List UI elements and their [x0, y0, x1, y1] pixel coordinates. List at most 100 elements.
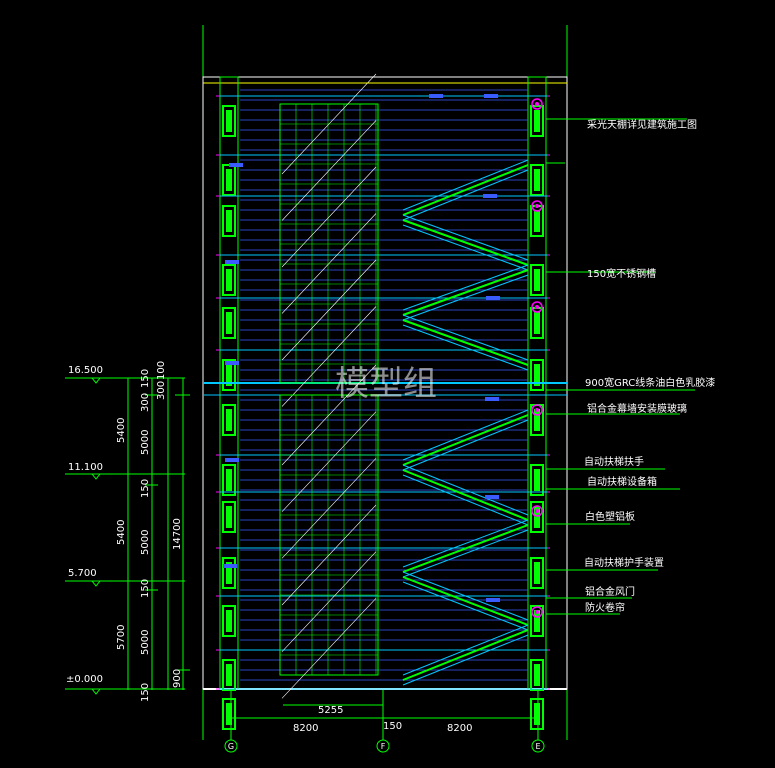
- column-core: [534, 610, 540, 632]
- note-skylight: 采光天棚详见建筑施工图: [587, 118, 697, 131]
- escalator-rail: [402, 324, 529, 371]
- escalator-rail: [402, 319, 529, 366]
- equipment-tag: [229, 163, 243, 167]
- escalator-rail: [402, 469, 529, 521]
- column-core: [534, 169, 540, 191]
- escalators: [223, 94, 529, 686]
- floor-lines: [203, 89, 567, 690]
- glass-reflection: [281, 504, 377, 606]
- equipment-tag: [429, 94, 443, 98]
- note-escalator-box: 自动扶梯设备箱: [587, 475, 657, 488]
- column-core: [226, 562, 232, 584]
- shutter-marker-dot: [535, 102, 539, 106]
- escalator-rail: [402, 269, 529, 316]
- escalator-rail: [402, 576, 529, 626]
- shutter-marker: [531, 606, 543, 618]
- axis-label-e: E: [535, 742, 540, 751]
- column-core: [226, 664, 232, 686]
- dim-mid-6: 150: [140, 579, 151, 598]
- column-core: [226, 703, 232, 725]
- shutter-marker: [531, 404, 543, 416]
- elevation-marks: [91, 377, 101, 695]
- column-segment: [530, 557, 544, 589]
- column-segment: [222, 659, 236, 691]
- column-core: [226, 110, 232, 132]
- axis-label-f: F: [381, 742, 386, 751]
- equipment-tag: [484, 94, 498, 98]
- equipment-tag: [485, 397, 499, 401]
- shutter-marker-dot: [535, 610, 539, 614]
- column-core: [534, 210, 540, 232]
- dim-mid-2: 300: [140, 393, 151, 412]
- column-core: [226, 169, 232, 191]
- shutter-marker: [531, 301, 543, 313]
- column-segment: [530, 501, 544, 533]
- column-segment: [222, 464, 236, 496]
- glass-curtain-wall: [279, 73, 379, 699]
- escalator-rail: [402, 624, 529, 676]
- fire-shutter-markers: [531, 98, 543, 618]
- shutter-marker: [531, 505, 543, 517]
- column-segment: [530, 464, 544, 496]
- escalator-rail: [402, 169, 529, 221]
- column-core: [534, 703, 540, 725]
- column-segment: [530, 264, 544, 296]
- column-core: [534, 664, 540, 686]
- escalator-rail: [402, 159, 529, 211]
- escalator-rail: [402, 419, 529, 471]
- column-core: [534, 364, 540, 386]
- equipment-tag: [486, 296, 500, 300]
- dim-mid-7: 5000: [140, 630, 151, 655]
- escalator-rail: [402, 464, 529, 516]
- escalator-rail: [402, 571, 529, 621]
- axis-label-g: G: [228, 742, 234, 751]
- dim-bottom-5255: 5255: [318, 705, 343, 716]
- dim-right-2: 300: [156, 381, 167, 400]
- note-air-door: 铝合金风门: [585, 585, 635, 598]
- column-core: [534, 269, 540, 291]
- dim-mid-4: 150: [140, 479, 151, 498]
- glass-reflection: [281, 73, 377, 175]
- equipment-tag: [486, 598, 500, 602]
- column-core: [534, 110, 540, 132]
- note-curtain-wall: 铝合金幕墙安装膜玻璃: [587, 402, 687, 415]
- column-segment: [222, 557, 236, 589]
- equipment-tag: [225, 361, 239, 365]
- column-segment: [222, 359, 236, 391]
- column-core: [226, 364, 232, 386]
- escalator-rail: [402, 519, 529, 568]
- shutter-marker-dot: [535, 408, 539, 412]
- shutter-marker-dot: [535, 305, 539, 309]
- dim-bottom-150: 150: [383, 721, 402, 732]
- column-core: [226, 210, 232, 232]
- column-segment: [530, 698, 544, 730]
- column-core: [226, 610, 232, 632]
- dim-outer-1: 5400: [116, 418, 127, 443]
- shutter-marker: [531, 98, 543, 110]
- dim-right-4: 900: [172, 669, 183, 688]
- column-core: [534, 312, 540, 334]
- column-core: [534, 409, 540, 431]
- note-white-panel: 白色塑铝板: [585, 510, 635, 523]
- column-segment: [530, 605, 544, 637]
- escalator-rail: [402, 524, 529, 573]
- note-escalator-handrail: 自动扶梯扶手: [584, 455, 644, 468]
- column-segment: [530, 359, 544, 391]
- equipment-tag: [225, 260, 239, 264]
- column-segment: [222, 264, 236, 296]
- elevation-label-1: 16.500: [68, 365, 103, 376]
- bottom-dimensions: [231, 704, 538, 730]
- glass-panel: [279, 103, 379, 384]
- glass-reflection: [281, 364, 377, 466]
- note-fire-shutter: 防火卷帘: [585, 601, 625, 614]
- glass-reflection: [281, 259, 377, 361]
- dim-mid-3: 5000: [140, 430, 151, 455]
- escalator-rail: [402, 164, 529, 216]
- column-segment: [222, 605, 236, 637]
- escalator-rail: [402, 224, 529, 271]
- axis-bubbles: [224, 739, 545, 753]
- elevation-label-2: 11.100: [68, 462, 103, 473]
- escalator-rail: [402, 474, 529, 526]
- column-segment: [222, 501, 236, 533]
